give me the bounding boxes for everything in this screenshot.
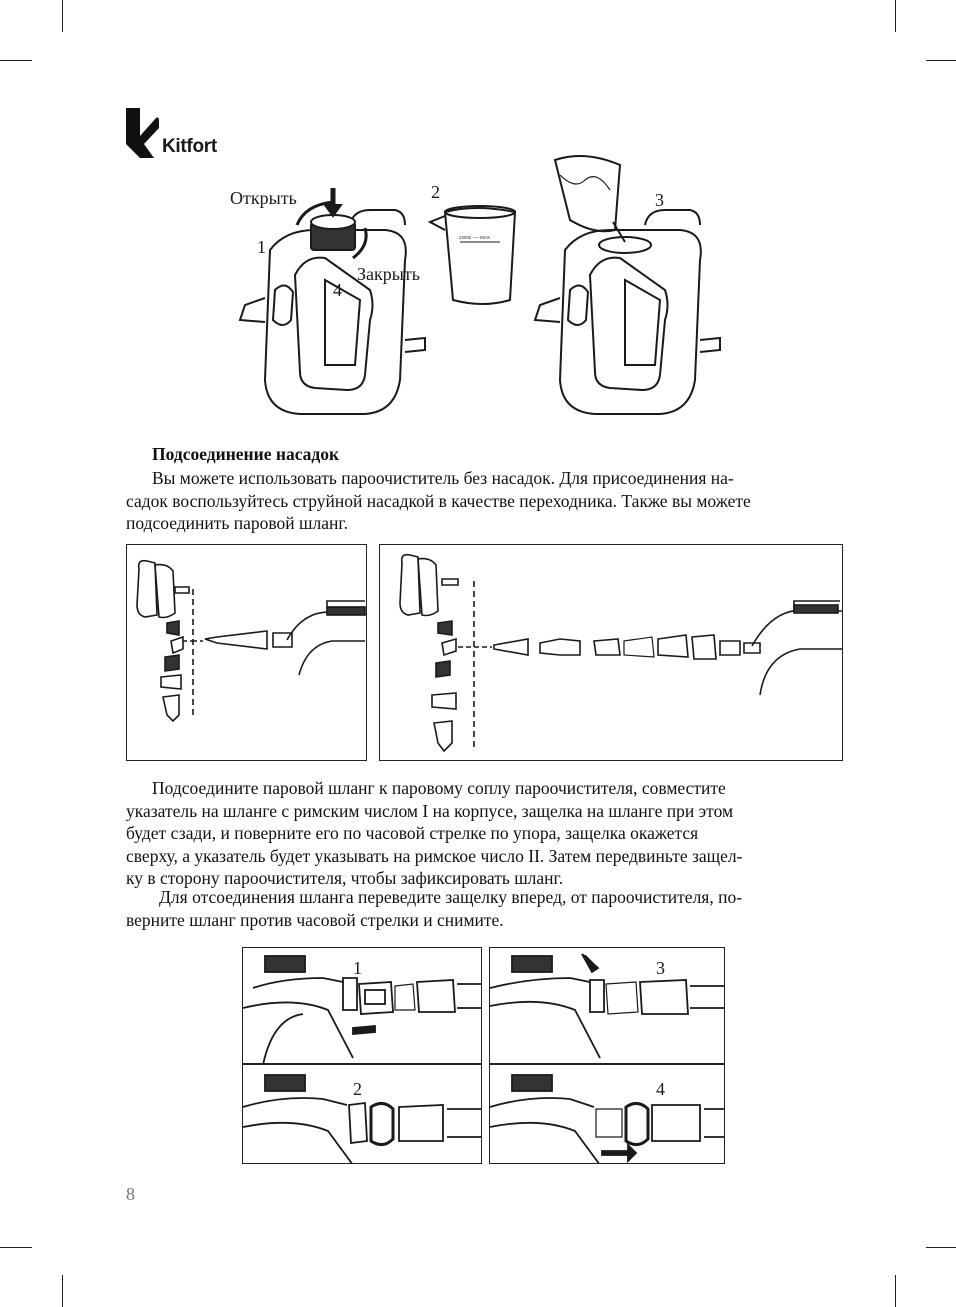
hose-step-number-3: 3	[656, 958, 665, 978]
hose-disconnect-paragraph: Для отсоединения шланга переведите защел…	[126, 886, 846, 931]
text-line: Для отсоединения шланга переведите защел…	[159, 887, 743, 907]
hose-step-4-illustration: 4	[490, 1074, 724, 1163]
hose-step-2-panel: 2	[242, 1064, 482, 1164]
step-number-2: 2	[431, 182, 440, 202]
crop-mark	[62, 1275, 63, 1307]
text-line: Вы можете использовать пароочиститель бе…	[152, 468, 734, 488]
hose-step-1-illustration: 1	[243, 955, 481, 1063]
close-label: Закрыть	[357, 264, 420, 284]
hose-step-number-4: 4	[656, 1079, 665, 1099]
crop-mark	[895, 1275, 896, 1307]
text-line: Подсоедините паровой шланг к паровому со…	[152, 778, 726, 798]
crop-mark	[895, 0, 896, 32]
section-heading: Подсоединение насадок	[152, 444, 340, 464]
hose-step-number-2: 2	[353, 1079, 362, 1099]
text-line: будет сзади, и поверните его по часовой …	[126, 823, 699, 844]
crop-mark	[62, 0, 63, 32]
step-number-1: 1	[257, 237, 266, 257]
hose-step-number-1: 1	[353, 958, 362, 978]
attachments-right-hose-illustration	[399, 553, 842, 753]
attachments-diagram-left	[126, 544, 367, 761]
step-number-4: 4	[333, 280, 342, 300]
step-number-3: 3	[655, 190, 664, 210]
attachments-paragraph: Вы можете использовать пароочиститель бе…	[126, 467, 846, 535]
kitfort-logo-icon	[126, 108, 159, 158]
brand-name: Kitfort	[162, 136, 217, 157]
text-line: ку в сторону пароочистителя, чтобы зафик…	[126, 868, 564, 889]
crop-mark	[926, 1247, 956, 1248]
hose-step-2-illustration: 2	[243, 1074, 481, 1163]
attachments-diagram-right	[379, 544, 843, 761]
steam-cleaner-fill-illustration: Открыть Закрыть 1 2 3 4 220ml ── MAX	[230, 155, 721, 415]
open-label: Открыть	[230, 188, 297, 208]
text-line: подсоединить паровой шланг.	[126, 513, 348, 534]
brand-logo: Kitfort	[126, 108, 217, 158]
crop-mark	[926, 60, 956, 61]
page-number: 8	[126, 1184, 135, 1204]
hose-step-3-panel: 3	[489, 947, 725, 1064]
cup-marking: 220ml ── MAX	[459, 235, 490, 240]
hose-step-1-panel: 1	[242, 947, 482, 1064]
text-line: сверху, а указатель будет указывать на р…	[126, 845, 743, 866]
text-line: верните шланг против часовой стрелки и с…	[126, 909, 504, 930]
crop-mark	[0, 1247, 32, 1248]
hose-step-4-panel: 4	[489, 1064, 725, 1164]
hose-connect-paragraph: Подсоедините паровой шланг к паровому со…	[126, 777, 846, 890]
crop-mark	[0, 60, 32, 61]
attachments-left-illustration	[136, 559, 366, 723]
text-line: садок воспользуйтесь струйной насадкой в…	[126, 490, 751, 511]
hose-step-3-illustration: 3	[490, 953, 724, 1059]
text-line: указатель на шланге с римским числом I н…	[126, 800, 734, 821]
